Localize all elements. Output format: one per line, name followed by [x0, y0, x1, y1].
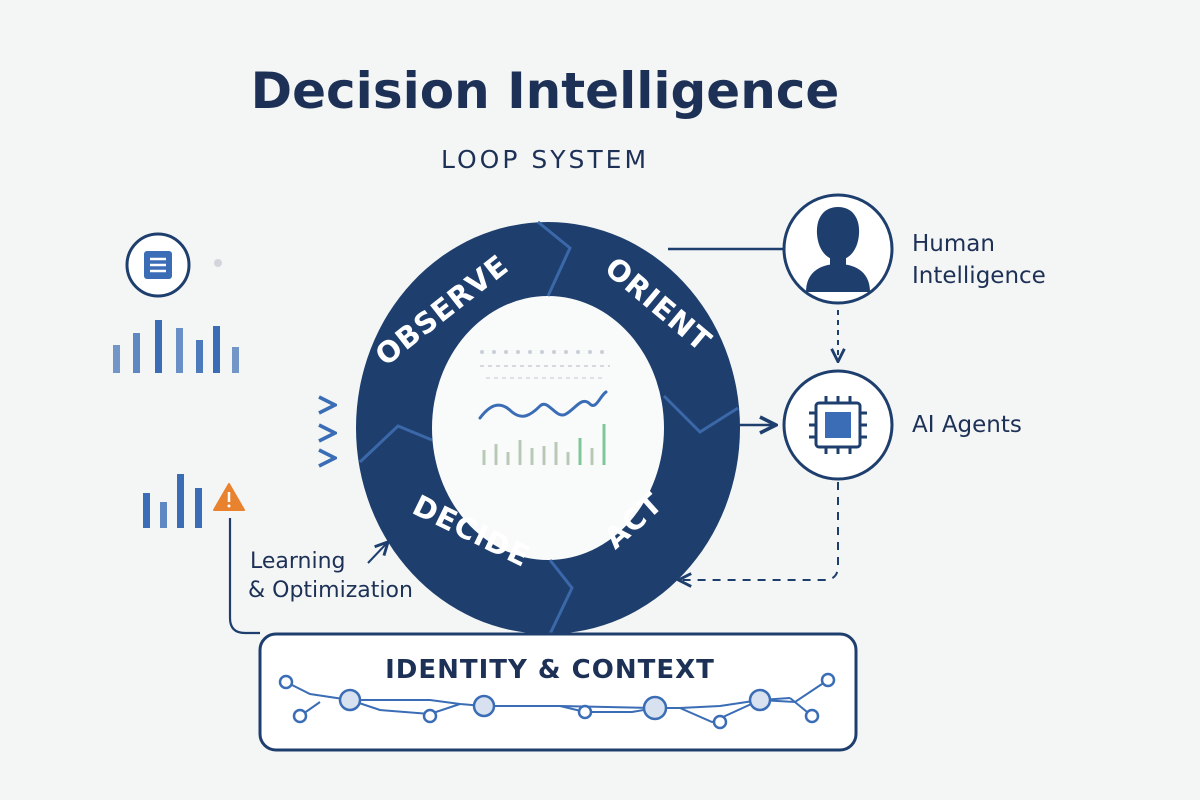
- bar-chart-icon: [113, 320, 239, 373]
- identity-nodes: [278, 672, 836, 730]
- page-subtitle: LOOP SYSTEM: [441, 145, 649, 174]
- decision-loop: OBSERVE ORIENT DECIDE ACT: [356, 220, 740, 635]
- bar-chart-icon: [143, 474, 202, 528]
- decor-dot: [214, 259, 222, 267]
- segment-divider: [548, 559, 574, 635]
- segment-divider: [358, 424, 433, 464]
- document-icon: [144, 251, 172, 279]
- human-label-line1: Human: [912, 231, 995, 257]
- ai-feedback-arrow: [680, 482, 839, 580]
- ai-label: AI Agents: [912, 412, 1022, 438]
- ai-node: [782, 369, 894, 481]
- identity-label: IDENTITY & CONTEXT: [385, 655, 715, 685]
- inner-analytics-graphic: [478, 350, 610, 465]
- human-label-line2: Intelligence: [912, 263, 1046, 289]
- data-sources: [113, 232, 340, 528]
- learning-label-line1: Learning: [250, 549, 346, 574]
- human-node: [782, 193, 894, 305]
- segment-divider: [662, 394, 739, 434]
- feedback-connector: [228, 518, 260, 635]
- learning-arrow: [367, 543, 387, 564]
- segment-divider: [537, 220, 572, 297]
- person-icon: [806, 207, 870, 292]
- warning-icon: [213, 483, 245, 511]
- learning-label-line2: & Optimization: [248, 578, 413, 603]
- chip-icon: [809, 396, 867, 454]
- identity-context-box: IDENTITY & CONTEXT: [258, 632, 858, 752]
- page-title: Decision Intelligence: [251, 62, 840, 120]
- trend-line: [478, 390, 608, 420]
